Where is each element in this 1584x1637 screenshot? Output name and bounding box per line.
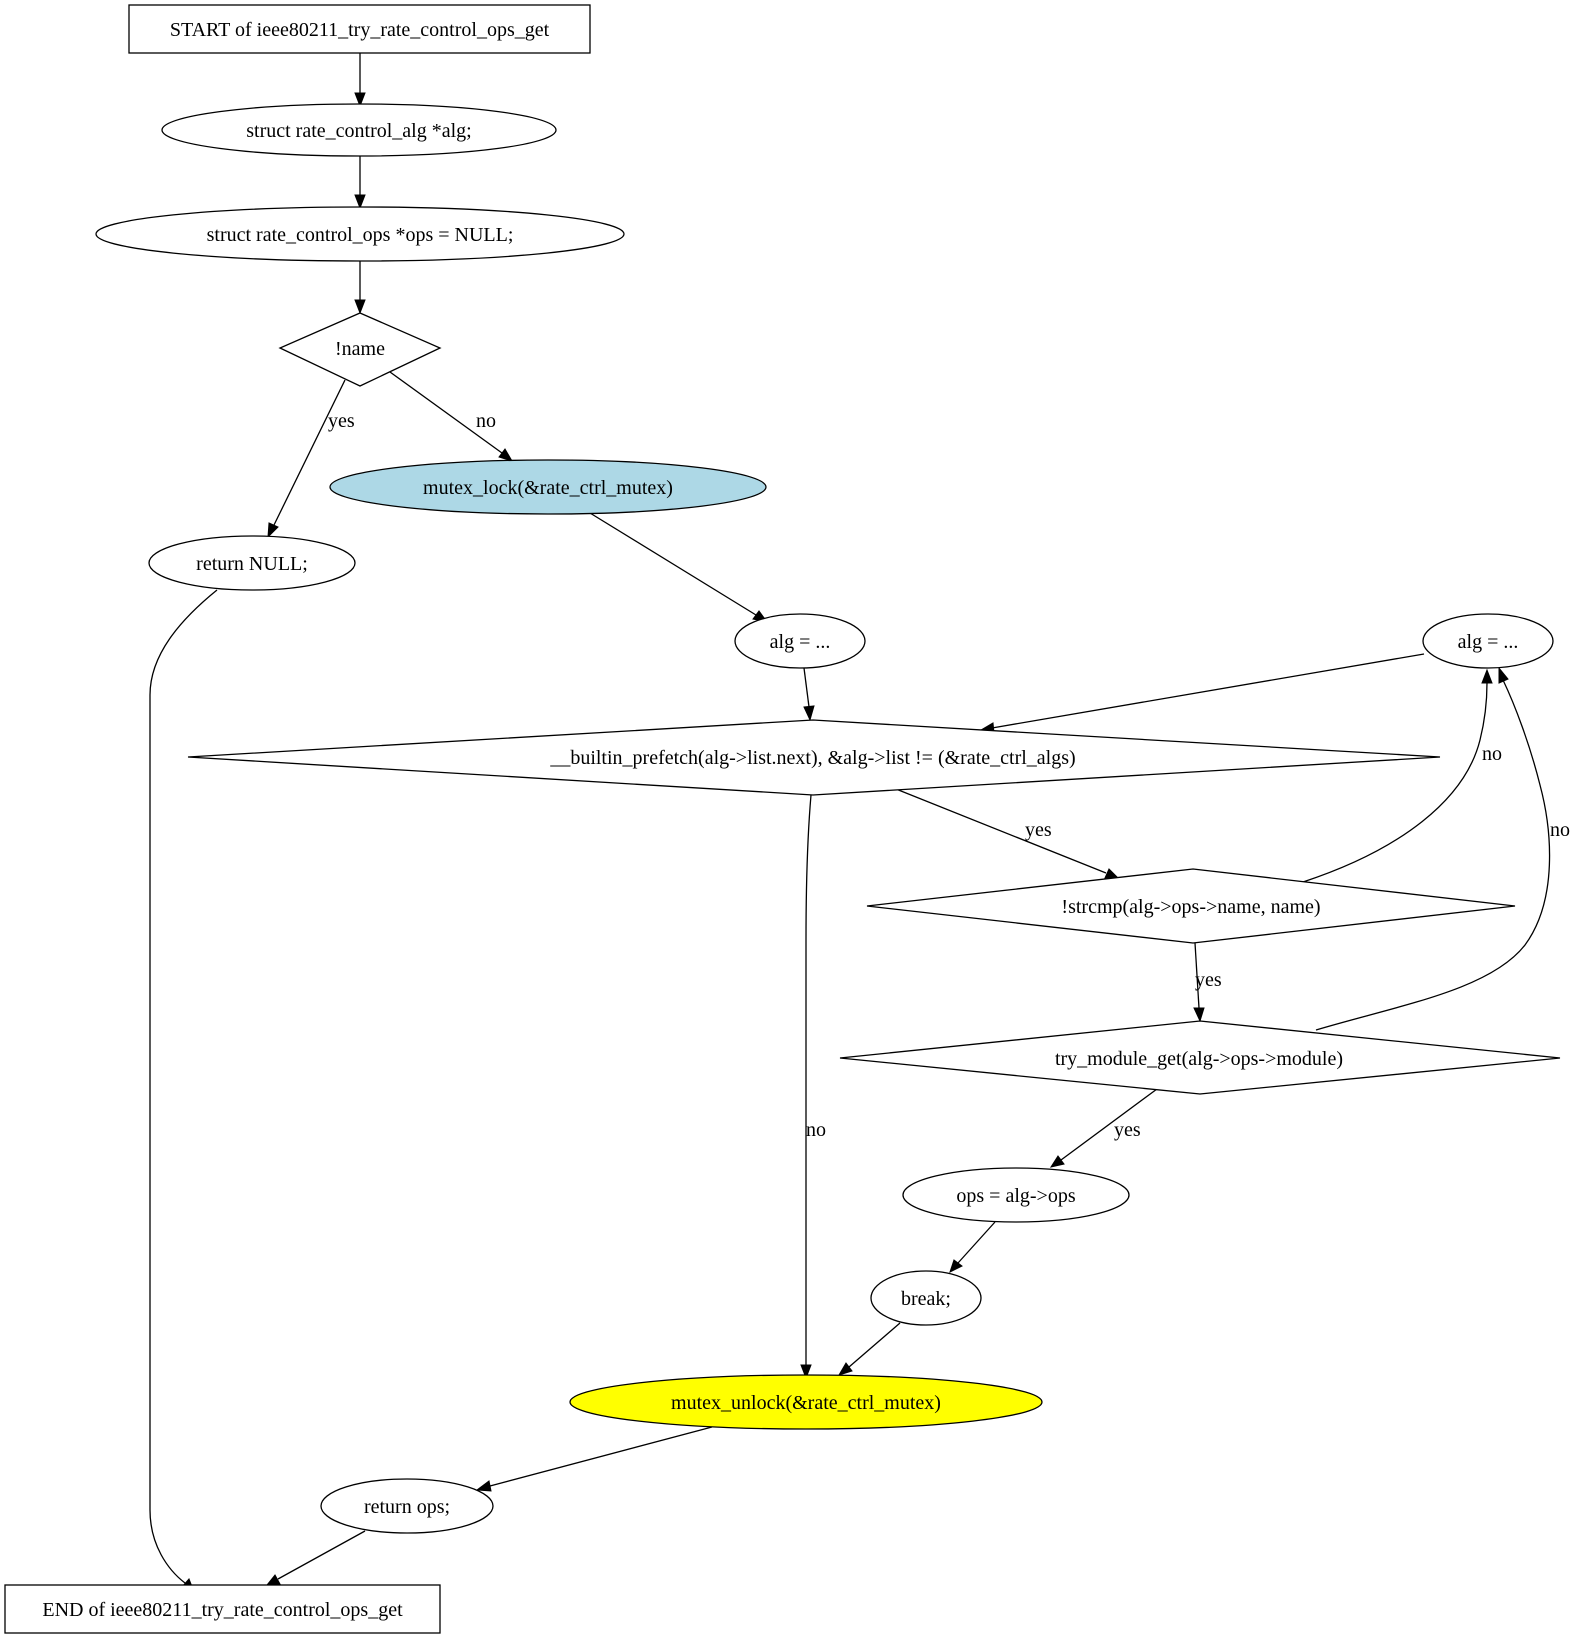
decl-alg-label: struct rate_control_alg *alg; bbox=[246, 120, 471, 142]
edge-try-no bbox=[1315, 666, 1551, 1031]
break-node: break; bbox=[870, 1270, 982, 1326]
edge-alg-next-to-loop bbox=[979, 653, 1425, 734]
edge-try-yes bbox=[1049, 1088, 1158, 1168]
edge-label-try-yes: yes bbox=[1114, 1119, 1141, 1141]
edge-strcmp-no bbox=[1302, 668, 1493, 883]
return-null-node: return NULL; bbox=[148, 535, 356, 591]
edge-unlock-to-return-ops bbox=[475, 1426, 713, 1492]
alg-next-node: alg = ... bbox=[1422, 613, 1554, 669]
decl-alg-node: struct rate_control_alg *alg; bbox=[161, 103, 557, 157]
cond-strcmp-node: !strcmp(alg->ops->name, name) bbox=[866, 868, 1516, 944]
mutex-lock-label: mutex_lock(&rate_ctrl_mutex) bbox=[423, 477, 673, 499]
assign-ops-node: ops = alg->ops bbox=[902, 1167, 1130, 1223]
return-null-label: return NULL; bbox=[196, 553, 308, 575]
start-node-label: START of ieee80211_try_rate_control_ops_… bbox=[170, 19, 550, 41]
mutex-lock-node: mutex_lock(&rate_ctrl_mutex) bbox=[329, 459, 767, 515]
mutex-lock-fill bbox=[329, 459, 767, 515]
edge-label-loop-no: no bbox=[806, 1119, 826, 1141]
mutex-unlock-fill bbox=[569, 1374, 1043, 1430]
return-ops-label: return ops; bbox=[364, 1496, 450, 1518]
edge-return-null-to-end bbox=[149, 589, 218, 1593]
start-node: START of ieee80211_try_rate_control_ops_… bbox=[128, 4, 591, 54]
edge-label-try-no: no bbox=[1550, 819, 1570, 841]
edge-label-loop-yes: yes bbox=[1025, 819, 1052, 841]
edge-label-name-yes: yes bbox=[328, 410, 355, 432]
edges bbox=[149, 53, 1551, 1593]
mutex-unlock-label: mutex_unlock(&rate_ctrl_mutex) bbox=[671, 1392, 941, 1414]
edge-name-yes bbox=[267, 379, 346, 539]
edge-lock-to-alg-init bbox=[589, 512, 769, 623]
edge-assign-to-break bbox=[949, 1221, 996, 1273]
cond-loop-node: __builtin_prefetch(alg->list.next), &alg… bbox=[187, 719, 1441, 796]
decl-ops-node: struct rate_control_ops *ops = NULL; bbox=[95, 206, 625, 262]
cond-try-label: try_module_get(alg->ops->module) bbox=[1055, 1048, 1343, 1070]
cond-strcmp-label: !strcmp(alg->ops->name, name) bbox=[1061, 896, 1320, 918]
edge-label-strcmp-yes: yes bbox=[1195, 969, 1222, 991]
end-node: END of ieee80211_try_rate_control_ops_ge… bbox=[4, 1584, 441, 1634]
end-node-label: END of ieee80211_try_rate_control_ops_ge… bbox=[42, 1599, 403, 1621]
edge-loop-no bbox=[800, 794, 812, 1380]
edge-strcmp-yes bbox=[1193, 942, 1205, 1023]
edge-return-ops-to-end bbox=[265, 1530, 366, 1586]
edge-label-strcmp-no: no bbox=[1482, 743, 1502, 765]
alg-init-label: alg = ... bbox=[770, 631, 831, 653]
return-ops-node: return ops; bbox=[320, 1478, 494, 1534]
edge-loop-yes bbox=[895, 788, 1119, 879]
edge-labels: yes no yes no no yes no yes bbox=[328, 410, 1570, 1141]
decl-ops-label: struct rate_control_ops *ops = NULL; bbox=[207, 224, 514, 246]
edge-label-name-no: no bbox=[476, 410, 496, 432]
edge-name-no bbox=[389, 371, 514, 462]
cond-loop-label: __builtin_prefetch(alg->list.next), &alg… bbox=[549, 747, 1075, 769]
edge-alg-init-to-loop bbox=[803, 667, 815, 722]
edge-start-to-decl-alg bbox=[354, 53, 366, 108]
mutex-unlock-node: mutex_unlock(&rate_ctrl_mutex) bbox=[569, 1374, 1043, 1430]
break-label: break; bbox=[901, 1288, 951, 1310]
edge-decl-ops-to-cond-name bbox=[354, 261, 366, 315]
cond-name-label: !name bbox=[335, 338, 385, 360]
cond-try-node: try_module_get(alg->ops->module) bbox=[839, 1020, 1561, 1095]
nodes: START of ieee80211_try_rate_control_ops_… bbox=[4, 4, 1561, 1634]
cond-name-node: !name bbox=[278, 312, 442, 387]
edge-decl-alg-to-decl-ops bbox=[354, 155, 366, 210]
edge-break-to-unlock bbox=[837, 1322, 901, 1376]
alg-next-label: alg = ... bbox=[1458, 631, 1519, 653]
alg-init-node: alg = ... bbox=[734, 613, 866, 669]
assign-ops-label: ops = alg->ops bbox=[956, 1185, 1075, 1207]
